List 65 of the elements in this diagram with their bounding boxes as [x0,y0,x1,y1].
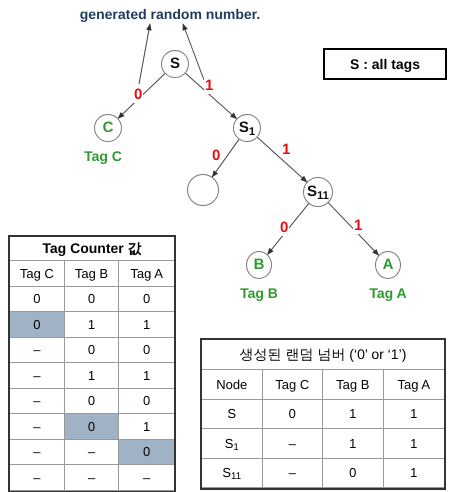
value-cell: S [202,400,262,429]
tree-arrow [267,203,310,255]
leader-arrow [182,23,204,80]
counter-cell: 1 [119,312,174,338]
counter-cell: – [10,465,65,490]
counter-cell: 0 [64,286,120,312]
value-cell: – [262,458,323,488]
header-cell: Tag B [64,261,120,286]
counter-cell: – [10,363,65,388]
counter-cell: 0 [10,312,65,338]
header-cell: Tag C [262,370,323,400]
table-title: Tag Counter 값 [10,237,174,261]
tree-node-circle: A [375,251,401,279]
header-cell: Tag A [119,261,174,286]
counter-cell: 0 [119,440,174,465]
counter-cell: 1 [119,363,174,388]
counter-cell: – [119,465,174,490]
counter-cell: 1 [64,312,120,338]
tree-arrow [184,72,238,120]
header-cell: Node [202,370,262,400]
tree-arrow [256,136,308,182]
counter-cell: 0 [64,414,120,440]
counter-cell: 0 [119,338,174,363]
empty-node-circle [187,174,219,206]
header-cell: Tag A [384,370,444,400]
counter-cell: – [10,338,65,363]
value-cell: 1 [323,429,384,458]
value-cell: 1 [384,429,444,458]
tag-label: Tag C [83,147,123,166]
tag-label: Tag A [368,284,408,303]
heading-text: generated random number. [50,4,290,24]
tree-node-circle: S [161,50,189,78]
counter-cell: 0 [64,338,120,363]
tree-node-circle: S$_{11}$ [303,177,333,207]
counter-cell: 0 [119,286,174,312]
edge-label: 0 [211,148,222,164]
table-title: 생성된 랜덤 넘버 (‘0’ or ‘1’) [202,340,444,370]
value-cell: 1 [384,400,444,429]
counter-cell: 0 [119,388,174,414]
counter-cell: – [10,440,65,465]
tree-arrow [118,73,166,119]
edge-label: 1 [204,78,214,94]
tree-arrow [328,202,380,256]
tree-node-circle: S$_{1}$ [233,114,261,142]
value-cell: S$_{1}$ [202,429,262,458]
leader-arrow [138,23,152,84]
edge-label: 0 [279,220,290,236]
header-cell: Tag C [10,261,65,286]
edge-label: 0 [133,87,144,103]
tag-label: Tag B [239,284,279,303]
value-cell: 0 [323,458,384,488]
tree-node-circle: B [246,251,272,279]
counter-cell: 1 [64,363,120,388]
value-cell: 0 [262,400,323,429]
tree-node-circle: C [94,114,122,142]
value-cell: – [262,429,323,458]
value-cell: S$_{11}$ [202,458,262,488]
header-cell: Tag B [323,370,384,400]
note-box: S : all tags [323,48,447,80]
value-cell: 1 [323,400,384,429]
counter-cell: – [10,388,65,414]
edge-label: 1 [353,218,364,234]
counter-cell: – [64,465,120,490]
value-cell: 1 [384,458,444,488]
tree-arrow [212,138,240,178]
